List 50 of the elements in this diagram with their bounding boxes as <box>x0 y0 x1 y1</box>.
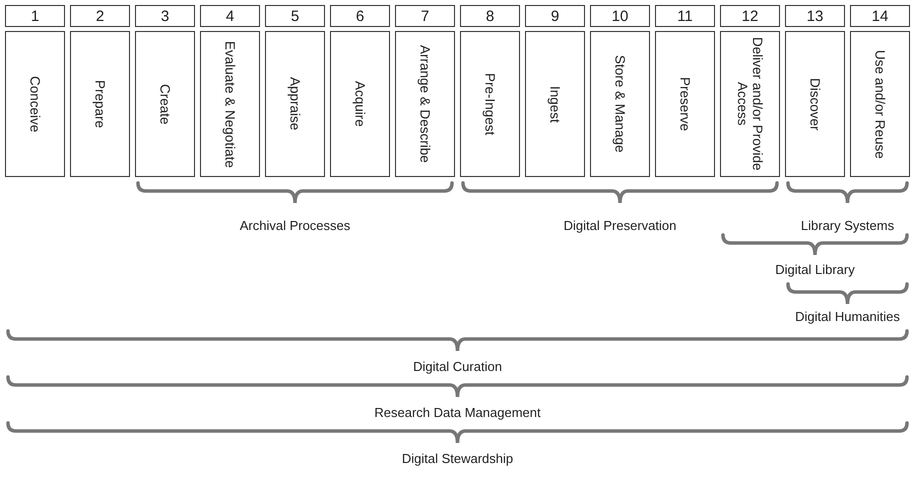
stage-label: Pre-Ingest <box>482 72 498 136</box>
group-label: Digital Humanities <box>795 309 900 324</box>
stage-box <box>70 31 130 177</box>
stage-box <box>850 31 910 177</box>
group-label: Digital Library <box>775 262 855 277</box>
step-number: 13 <box>785 5 845 27</box>
group-label: Digital Curation <box>413 359 502 374</box>
step-number: 14 <box>850 5 910 27</box>
step-number: 11 <box>655 5 715 27</box>
group-label: Library Systems <box>800 218 894 233</box>
stage-label: Ingest <box>548 86 562 122</box>
step-number: 9 <box>525 5 585 27</box>
step-number: 12 <box>720 5 780 27</box>
group-label: Archival Processes <box>240 218 350 233</box>
stage-label: Preserve <box>678 76 692 132</box>
stage-label: Acquire <box>352 81 368 127</box>
step-number: 4 <box>200 5 260 27</box>
group-label: Digital Stewardship <box>402 451 514 466</box>
stage-box <box>265 31 325 177</box>
stage-label: Arrange & Describe <box>418 45 432 163</box>
stage-label: Use and/or Reuse <box>872 50 888 158</box>
stage-box <box>5 31 65 177</box>
stage-box <box>200 31 260 177</box>
stage-label: Deliver and/or Provide Access <box>735 36 765 173</box>
stage-box <box>135 31 195 177</box>
stage-label: Appraise <box>288 77 302 131</box>
step-number: 10 <box>590 5 650 27</box>
step-number: 3 <box>135 5 195 27</box>
step-number: 1 <box>5 5 65 27</box>
stage-box <box>525 31 585 177</box>
stage-box <box>460 31 520 177</box>
stage-box <box>720 31 780 177</box>
group-label: Research Data Management <box>374 405 541 420</box>
step-number: 7 <box>395 5 455 27</box>
group-label: Digital Preservation <box>564 218 676 233</box>
stage-label: Store & Manage <box>612 55 628 153</box>
stage-label: Create <box>158 84 172 124</box>
step-number: 5 <box>265 5 325 27</box>
step-number: 6 <box>330 5 390 27</box>
stage-box <box>330 31 390 177</box>
stage-label: Prepare <box>92 80 108 128</box>
stage-box <box>395 31 455 177</box>
stage-label: Discover <box>808 78 822 130</box>
stage-label: Evaluate & Negotiate <box>222 40 238 168</box>
stage-label: Conceive <box>28 76 42 132</box>
step-number: 8 <box>460 5 520 27</box>
stage-box <box>655 31 715 177</box>
step-number: 2 <box>70 5 130 27</box>
stage-box <box>590 31 650 177</box>
stage-box <box>785 31 845 177</box>
